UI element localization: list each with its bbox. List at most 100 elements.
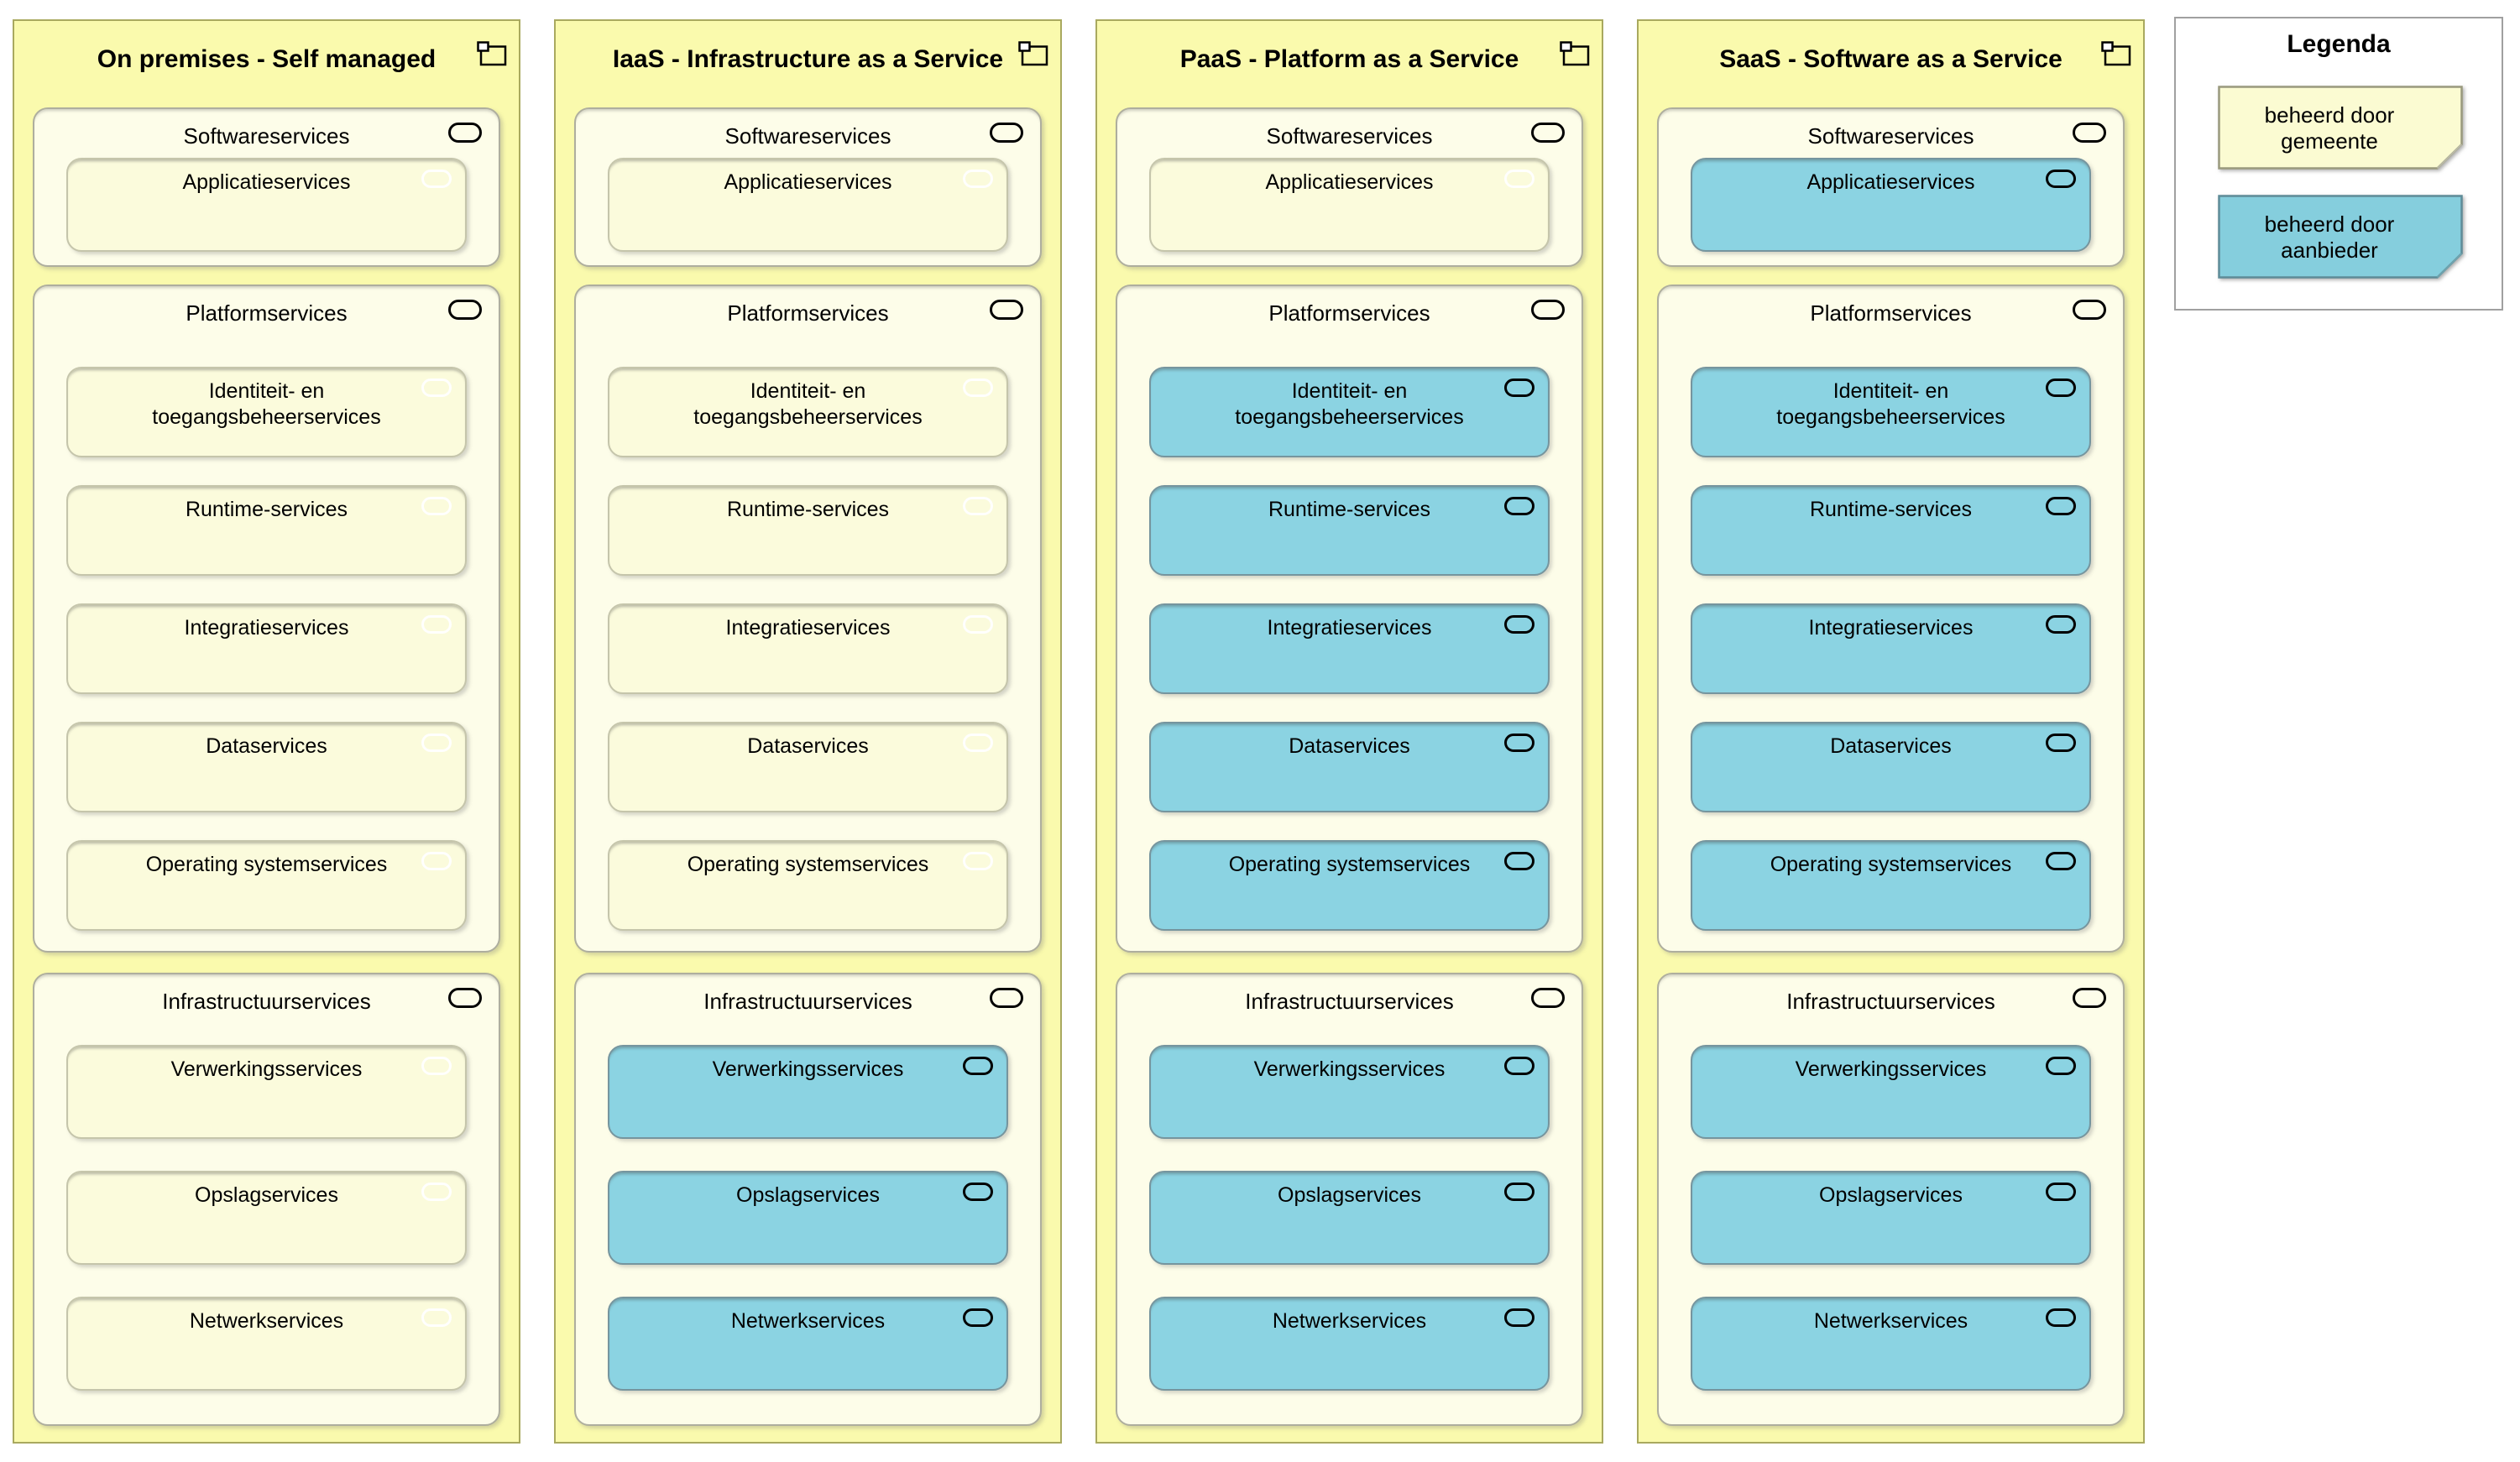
group-label: Infrastructuurservices [703, 989, 912, 1014]
group-softwareservices[interactable]: Softwareservices Applicatieservices [574, 107, 1042, 267]
service-integratie[interactable]: Integratieservices [66, 603, 467, 694]
group-platformservices[interactable]: Platformservices Identiteit- en toegangs… [33, 285, 500, 953]
service-label: Opslagservices [195, 1183, 338, 1207]
group-platformservices[interactable]: Platformservices Identiteit- en toegangs… [1116, 285, 1583, 953]
service-icon [421, 1183, 452, 1201]
service-icon [963, 615, 993, 634]
service-label: Operating systemservices [1228, 853, 1471, 876]
service-icon [1504, 497, 1534, 515]
service-operating-system[interactable]: Operating systemservices [66, 840, 467, 931]
service-label: Integratieservices [1267, 616, 1432, 640]
service-netwerk[interactable]: Netwerkservices [1691, 1297, 2091, 1391]
service-icon [1504, 170, 1534, 188]
service-label: Applicatieservices [1806, 170, 1975, 194]
service-label: Netwerkservices [189, 1309, 344, 1333]
service-icon [963, 1308, 993, 1327]
service-integratie[interactable]: Integratieservices [1691, 603, 2091, 694]
group-infrastructuurservices[interactable]: Infrastructuurservices Verwerkingsservic… [33, 973, 500, 1426]
group-infrastructuurservices[interactable]: Infrastructuurservices Verwerkingsservic… [574, 973, 1042, 1426]
service-integratie[interactable]: Integratieservices [608, 603, 1008, 694]
group-label: Platformservices [1810, 300, 1972, 326]
service-data[interactable]: Dataservices [608, 722, 1008, 812]
service-label: Dataservices [1289, 734, 1410, 758]
service-icon [448, 988, 482, 1008]
service-label: Integratieservices [184, 616, 349, 640]
service-runtime[interactable]: Runtime-services [608, 485, 1008, 576]
legend-title: Legenda [2287, 30, 2391, 58]
service-applicatieservices[interactable]: Applicatieservices [1149, 158, 1550, 252]
service-label: Dataservices [206, 734, 327, 758]
service-label: Netwerkservices [1272, 1309, 1427, 1333]
group-label: Softwareservices [724, 123, 891, 149]
column-title: On premises - Self managed [97, 45, 437, 73]
service-icon [1504, 1057, 1534, 1075]
group-platformservices[interactable]: Platformservices Identiteit- en toegangs… [574, 285, 1042, 953]
note-label: beheerd door aanbieder [2264, 211, 2395, 263]
service-label: Dataservices [1830, 734, 1952, 758]
service-operating-system[interactable]: Operating systemservices [608, 840, 1008, 931]
group-label: Softwareservices [183, 123, 350, 149]
group-infrastructuurservices[interactable]: Infrastructuurservices Verwerkingsservic… [1657, 973, 2125, 1426]
service-icon [1504, 734, 1534, 752]
service-icon [448, 123, 482, 143]
service-verwerking[interactable]: Verwerkingsservices [1691, 1045, 2091, 1139]
service-netwerk[interactable]: Netwerkservices [1149, 1297, 1550, 1391]
service-label: Runtime-services [726, 498, 890, 521]
service-identiteit-toegangsbeheer[interactable]: Identiteit- en toegangsbeheerservices [66, 367, 467, 457]
service-opslag[interactable]: Opslagservices [608, 1171, 1008, 1265]
service-identiteit-toegangsbeheer[interactable]: Identiteit- en toegangsbeheerservices [1149, 367, 1550, 457]
service-data[interactable]: Dataservices [1691, 722, 2091, 812]
service-verwerking[interactable]: Verwerkingsservices [1149, 1045, 1550, 1139]
service-label: Verwerkingsservices [170, 1057, 363, 1081]
service-applicatieservices[interactable]: Applicatieservices [66, 158, 467, 252]
service-icon [963, 852, 993, 870]
group-infrastructuurservices[interactable]: Infrastructuurservices Verwerkingsservic… [1116, 973, 1583, 1426]
service-runtime[interactable]: Runtime-services [66, 485, 467, 576]
service-operating-system[interactable]: Operating systemservices [1149, 840, 1550, 931]
group-softwareservices[interactable]: Softwareservices Applicatieservices [1657, 107, 2125, 267]
service-icon [421, 170, 452, 188]
service-verwerking[interactable]: Verwerkingsservices [66, 1045, 467, 1139]
column-iaas[interactable]: IaaS - Infrastructure as a Service Softw… [554, 19, 1062, 1444]
service-label: Applicatieservices [182, 170, 351, 194]
column-paas[interactable]: PaaS - Platform as a Service Softwareser… [1095, 19, 1603, 1444]
column-on-premises[interactable]: On premises - Self managed Softwareservi… [13, 19, 520, 1444]
group-platformservices[interactable]: Platformservices Identiteit- en toegangs… [1657, 285, 2125, 953]
service-verwerking[interactable]: Verwerkingsservices [608, 1045, 1008, 1139]
note-gemeente[interactable]: beheerd door gemeente [2218, 86, 2463, 170]
service-icon [2046, 497, 2076, 515]
service-icon [2046, 1308, 2076, 1327]
service-label: Netwerkservices [1813, 1309, 1968, 1333]
service-label: Integratieservices [1808, 616, 1974, 640]
service-label: Runtime-services [1809, 498, 1973, 521]
service-integratie[interactable]: Integratieservices [1149, 603, 1550, 694]
service-data[interactable]: Dataservices [66, 722, 467, 812]
service-runtime[interactable]: Runtime-services [1691, 485, 2091, 576]
column-title: PaaS - Platform as a Service [1179, 45, 1519, 73]
group-softwareservices[interactable]: Softwareservices Applicatieservices [1116, 107, 1583, 267]
service-applicatieservices[interactable]: Applicatieservices [1691, 158, 2091, 252]
service-runtime[interactable]: Runtime-services [1149, 485, 1550, 576]
service-netwerk[interactable]: Netwerkservices [66, 1297, 467, 1391]
service-identiteit-toegangsbeheer[interactable]: Identiteit- en toegangsbeheerservices [608, 367, 1008, 457]
service-applicatieservices[interactable]: Applicatieservices [608, 158, 1008, 252]
service-operating-system[interactable]: Operating systemservices [1691, 840, 2091, 931]
service-label: Operating systemservices [145, 853, 388, 876]
service-icon [421, 497, 452, 515]
service-data[interactable]: Dataservices [1149, 722, 1550, 812]
service-opslag[interactable]: Opslagservices [1691, 1171, 2091, 1265]
service-label: Applicatieservices [724, 170, 892, 194]
note-aanbieder[interactable]: beheerd door aanbieder [2218, 195, 2463, 279]
column-title: IaaS - Infrastructure as a Service [612, 45, 1004, 73]
column-saas[interactable]: SaaS - Software as a Service Softwareser… [1637, 19, 2145, 1444]
service-icon [963, 497, 993, 515]
service-opslag[interactable]: Opslagservices [1149, 1171, 1550, 1265]
service-icon [2046, 170, 2076, 188]
service-icon [2046, 1183, 2076, 1201]
service-netwerk[interactable]: Netwerkservices [608, 1297, 1008, 1391]
service-icon [2046, 1057, 2076, 1075]
note-shape [2218, 195, 2463, 279]
service-opslag[interactable]: Opslagservices [66, 1171, 467, 1265]
service-identiteit-toegangsbeheer[interactable]: Identiteit- en toegangsbeheerservices [1691, 367, 2091, 457]
group-softwareservices[interactable]: Softwareservices Applicatieservices [33, 107, 500, 267]
